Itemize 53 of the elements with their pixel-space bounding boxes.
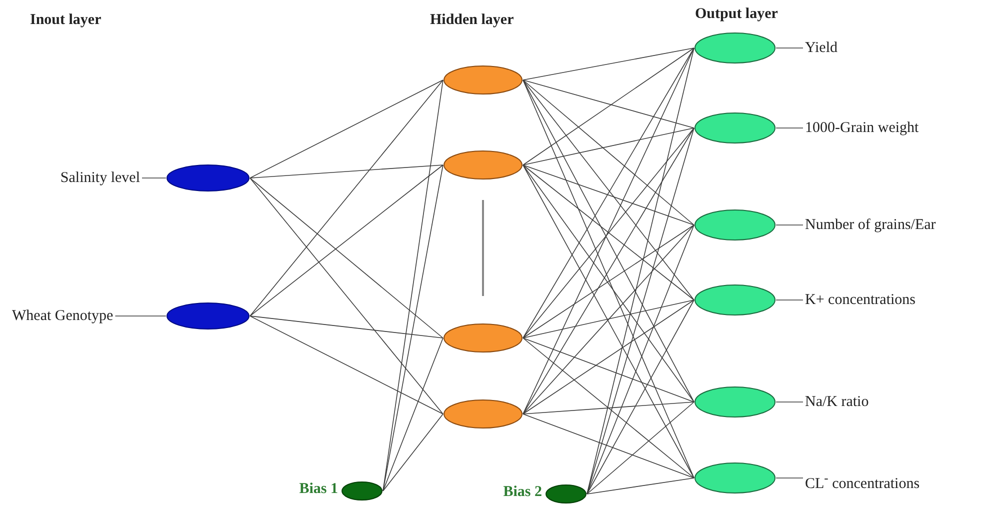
connection-line xyxy=(522,80,694,300)
connection-line xyxy=(522,164,694,402)
connection-line xyxy=(522,80,694,478)
layer-title: Output layer xyxy=(695,6,778,23)
connection-line xyxy=(250,164,444,178)
layer-title: Inout layer xyxy=(30,12,102,29)
connection-line xyxy=(586,224,694,494)
connection-line xyxy=(522,414,694,478)
node-label: 1000-Grain weight xyxy=(805,119,919,137)
connection-line xyxy=(250,178,444,338)
connection-line xyxy=(250,178,444,414)
connection-line xyxy=(522,128,694,338)
node-label: K+ concentrations xyxy=(805,291,916,309)
connection-line xyxy=(522,48,694,80)
node-label: Na/K ratio xyxy=(805,393,869,411)
connection-line xyxy=(522,164,694,300)
connection-line xyxy=(382,414,444,492)
node-label: Salinity level xyxy=(60,169,140,187)
connection-line xyxy=(382,164,444,492)
connection-line xyxy=(522,48,694,338)
connection-line xyxy=(522,164,694,478)
connection-line xyxy=(382,338,444,492)
connection-line xyxy=(586,48,694,494)
connection-line xyxy=(250,80,444,316)
connection-line xyxy=(586,402,694,494)
connection-line xyxy=(250,316,444,414)
connection-line xyxy=(522,48,694,166)
connection-line xyxy=(522,128,694,166)
connection-line xyxy=(522,128,694,414)
connection-line xyxy=(586,478,694,494)
connection-line xyxy=(250,316,444,338)
connection-line xyxy=(522,80,694,226)
node-label: Yield xyxy=(805,39,838,57)
connection-line xyxy=(586,300,694,494)
connection-line xyxy=(522,224,694,414)
connection-line xyxy=(522,338,694,402)
connection-line xyxy=(250,80,444,178)
connection-line xyxy=(522,338,694,478)
connection-line xyxy=(522,300,694,414)
connection-line xyxy=(586,128,694,494)
connection-line xyxy=(522,300,694,338)
connection-line xyxy=(522,80,694,128)
node-label: Number of grains/Ear xyxy=(805,216,936,234)
connection-line xyxy=(522,164,694,226)
layer-title: Hidden layer xyxy=(430,12,514,29)
node-label: CL$^{-}$ concentrations xyxy=(805,469,920,493)
node-label: Wheat Genotype xyxy=(12,307,114,325)
label-line xyxy=(776,224,804,226)
connection-line xyxy=(522,402,694,414)
connection-line xyxy=(250,164,444,316)
bias-label: Bias 2 xyxy=(503,484,542,501)
connection-line xyxy=(522,224,694,338)
bias-label: Bias 1 xyxy=(299,481,338,498)
